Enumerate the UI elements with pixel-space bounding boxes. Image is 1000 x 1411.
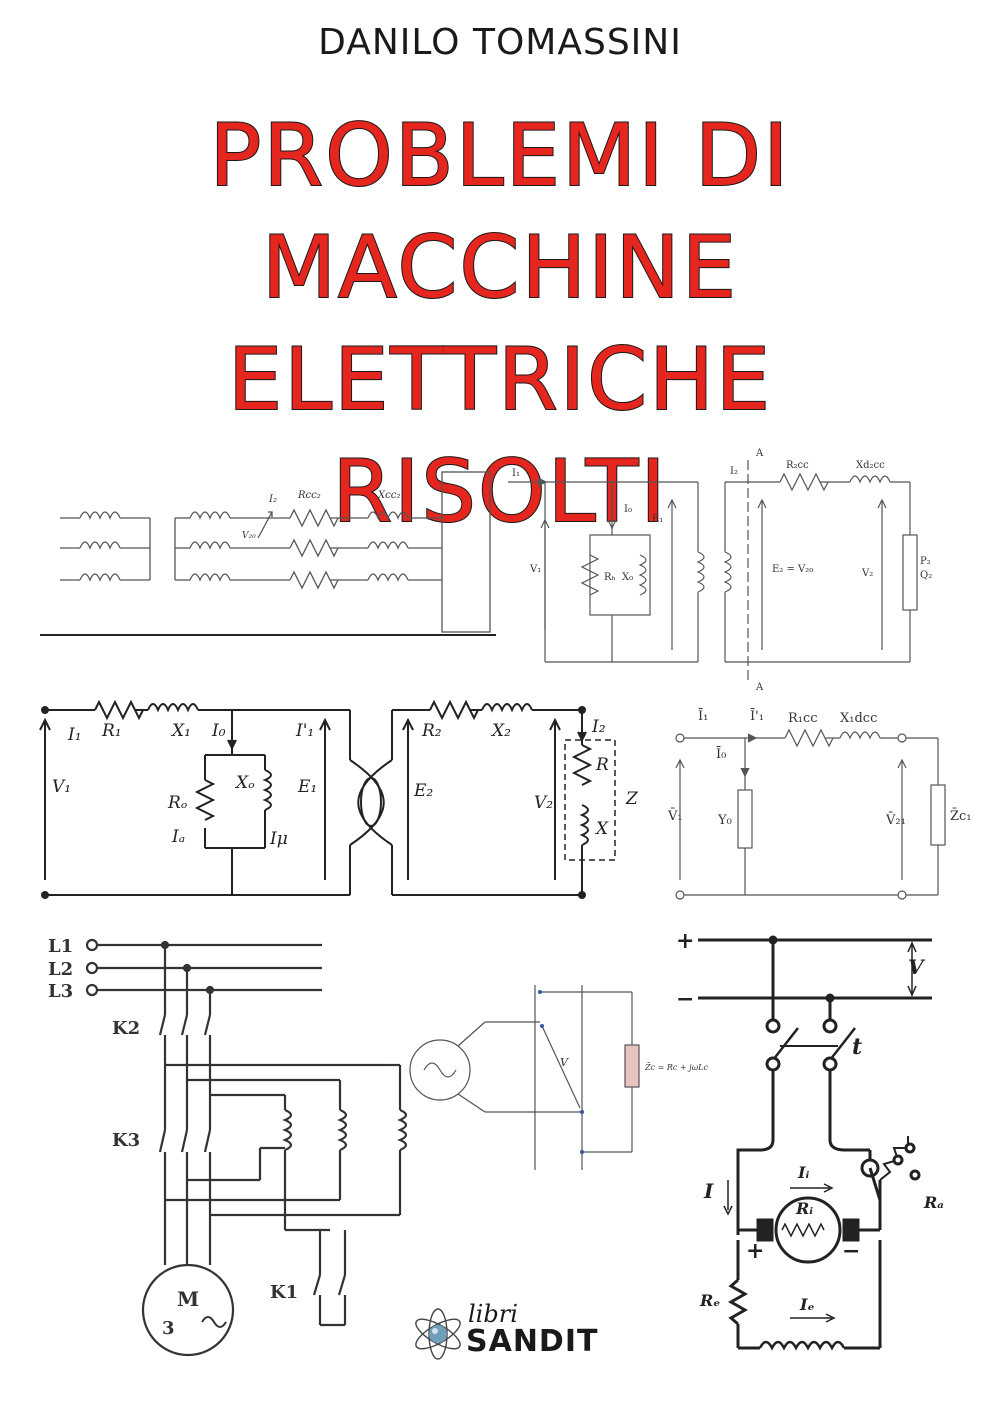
label-v21-bar: V̄₂₁	[885, 812, 906, 828]
label-motor-m: M	[177, 1287, 199, 1311]
label-l2: L2	[48, 959, 73, 980]
label-e2-v20: E₂ = V₂₀	[772, 564, 813, 575]
label-i1: I₁	[67, 725, 82, 745]
label-t: t	[852, 1034, 862, 1060]
label-v1: V₁	[529, 564, 541, 575]
label-i0-bar: Ī₀	[716, 746, 726, 762]
diagram-transformer-full-labels: I₁ R₁ X₁ I₀ I'₁ V₁ Rₒ Xₒ E₁ Iₐ Iμ R₂ X₂ …	[52, 717, 639, 849]
atom-icon	[415, 1308, 461, 1360]
diagram-transformer-equivalent-labels: I₁ I₀ E₁ V₁ Rₕ X₀ A A I₂ R₂cc Xd₂cc E₂ =…	[512, 448, 932, 693]
label-i2: I₂	[268, 494, 277, 505]
publisher-logo: libri SANDIT	[410, 1300, 610, 1370]
label-ra: Rₐ	[923, 1193, 944, 1212]
author-name: Danilo Tomassini	[318, 22, 682, 63]
label-xd2cc: Xd₂cc	[856, 460, 885, 471]
label-y0: Y₀	[717, 813, 732, 828]
label-zc1-bar: Z̄c₁	[950, 808, 972, 824]
label-l1: L1	[48, 936, 73, 957]
label-rh: Rₕ	[604, 572, 616, 583]
diagram-transformer-full-equivalent	[39, 701, 616, 899]
label-r2: R₂	[421, 721, 442, 741]
label-k1: K1	[270, 1282, 298, 1303]
label-x1: X₁	[170, 721, 191, 741]
label-k3: K3	[112, 1130, 140, 1151]
label-ii: Iᵢ	[797, 1163, 809, 1182]
label-xcc2: Xcc₂	[377, 490, 400, 501]
label-i: I	[703, 1179, 714, 1203]
label-plus-2: +	[746, 1238, 764, 1264]
label-i0: I₀	[624, 504, 632, 515]
label-minus-2: −	[842, 1238, 860, 1264]
publisher-name-line-1: libri	[468, 1300, 518, 1328]
label-r2cc: R₂cc	[786, 460, 809, 471]
label-v1: V₁	[52, 777, 71, 797]
diagram-approximate-equivalent	[675, 729, 946, 900]
label-i1: I₁	[512, 468, 520, 479]
label-re: Rₑ	[699, 1291, 720, 1310]
label-xo: Xₒ	[234, 773, 255, 793]
label-a-top: A	[755, 448, 764, 459]
label-plus: +	[676, 928, 694, 954]
label-x0: X₀	[622, 572, 633, 583]
label-zc: Z̄c = Rc + jωLc	[644, 1063, 708, 1072]
label-ie: Iₑ	[799, 1295, 815, 1314]
label-i1-bar: Ī₁	[698, 708, 708, 724]
diagram-star-delta-starter	[85, 938, 408, 1357]
diagram-three-phase-transformer: I₂ V₂₀ Rcc₂ Xcc₂	[40, 471, 496, 636]
label-k2: K2	[112, 1018, 140, 1039]
label-a-bottom: A	[755, 682, 764, 693]
label-v1-bar: V̄₁	[667, 808, 683, 824]
diagram-ac-source-labels: V Z̄c = Rc + jωLc	[560, 1056, 708, 1072]
diagram-dc-motor-labels: + − V t I Iᵢ Rᵢ Rₐ + − Rₑ Iₑ	[676, 928, 944, 1314]
label-ro: Rₒ	[167, 793, 188, 813]
label-i1-prime: I'₁	[295, 721, 314, 741]
label-l3: L3	[48, 981, 73, 1002]
diagram-ac-source-load	[409, 985, 640, 1170]
label-r1: R₁	[101, 721, 122, 741]
label-q2: Q₂	[920, 570, 932, 581]
label-i1p-bar: Ī'₁	[750, 708, 764, 724]
label-ri: Rᵢ	[795, 1199, 813, 1218]
label-v: V	[908, 955, 926, 979]
diagram-dc-motor	[698, 935, 932, 1351]
label-i0: I₀	[211, 721, 226, 741]
label-r1cc: R₁cc	[788, 711, 818, 726]
publisher-name-line-2: SANDIT	[466, 1324, 599, 1359]
diagram-transformer-equivalent	[508, 460, 918, 680]
label-rcc2: Rcc₂	[297, 490, 321, 501]
label-r: R	[595, 755, 609, 775]
label-x2: X₂	[490, 721, 511, 741]
title-line-1: Problemi di	[208, 105, 791, 207]
diagram-approximate-labels: Ī₁ Ī'₁ R₁cc X₁dcc Ī₀ V̄₁ Y₀ V̄₂₁ Z̄c₁	[667, 708, 972, 828]
title-line-2: macchine elettriche	[227, 217, 773, 431]
label-ia: Iₐ	[171, 827, 185, 847]
label-v: V	[560, 1056, 569, 1069]
label-i2: I₂	[730, 466, 738, 477]
label-e2: E₂	[413, 781, 433, 801]
label-i2: I₂	[591, 717, 606, 737]
book-title: Problemi di macchine elettriche risolti	[0, 100, 1000, 548]
label-x: X	[594, 819, 609, 839]
label-e1: E₁	[652, 514, 663, 525]
diagram-star-delta-labels: L1 L2 L3 K2 K3 K1 M 3	[48, 936, 298, 1339]
label-z: Z	[625, 789, 639, 809]
label-e1: E₁	[297, 777, 317, 797]
label-minus: −	[676, 986, 694, 1012]
label-x1dcc: X₁dcc	[840, 711, 877, 726]
label-p2: P₂	[920, 556, 931, 567]
label-v20: V₂₀	[242, 531, 256, 541]
label-v2: V₂	[534, 793, 553, 813]
circuit-diagrams-collage: I₂ V₂₀ Rcc₂ Xcc₂ I	[39, 448, 972, 1357]
label-motor-3: 3	[162, 1318, 175, 1339]
label-imu: Iμ	[269, 829, 288, 849]
label-v2: V₂	[861, 568, 873, 579]
